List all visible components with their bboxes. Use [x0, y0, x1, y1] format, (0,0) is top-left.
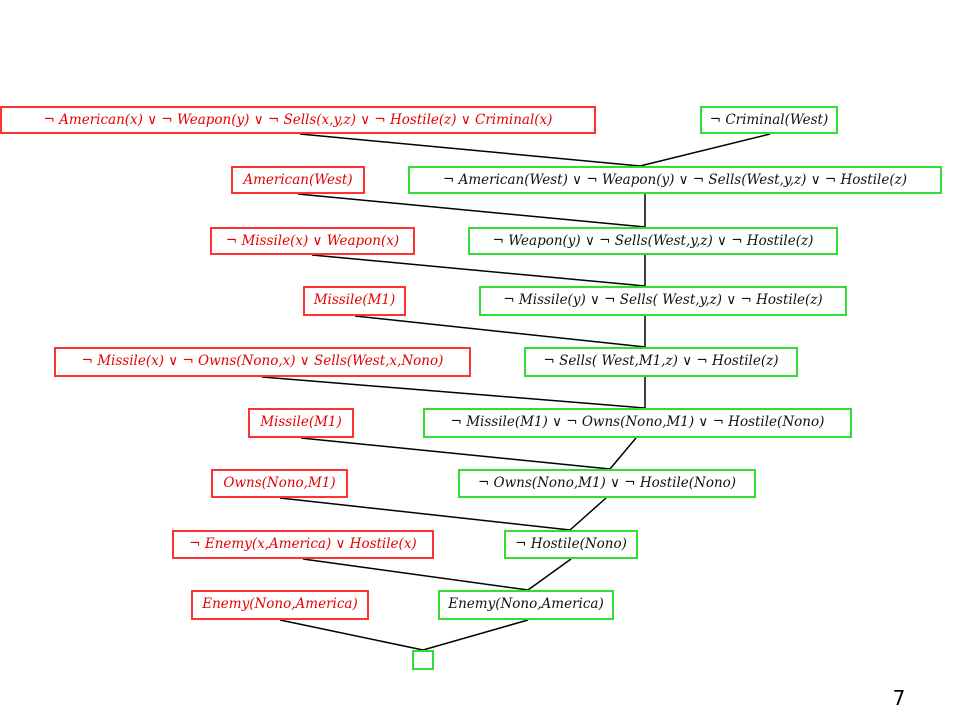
resolvent-4: ¬ Sells( West,M1,z) ∨ ¬ Hostile(z) — [524, 347, 798, 377]
clause-missile-m1: Missile(M1) — [303, 286, 406, 316]
resolvent-6: ¬ Owns(Nono,M1) ∨ ¬ Hostile(Nono) — [458, 469, 756, 498]
clause-owns-nono-m1: Owns(Nono,M1) — [211, 469, 348, 498]
clause-negated-goal: ¬ Criminal(West) — [700, 106, 838, 134]
edge-r7-to-r8 — [527, 558, 572, 591]
clause-enemy-rule: ¬ Enemy(x,America) ∨ Hostile(x) — [172, 530, 434, 559]
clause-criminal-rule: ¬ American(x) ∨ ¬ Weapon(y) ∨ ¬ Sells(x,… — [0, 106, 596, 134]
edge-r6-to-r7 — [569, 497, 607, 531]
resolvent-3: ¬ Missile(y) ∨ ¬ Sells( West,y,z) ∨ ¬ Ho… — [479, 286, 847, 316]
edge-goal-to-r1 — [639, 133, 771, 167]
clause-missile-m1-second: Missile(M1) — [248, 408, 354, 438]
edge-missilem1b-to-r6 — [300, 437, 611, 470]
resolvent-7: ¬ Hostile(Nono) — [504, 530, 638, 559]
edge-sellsrule-to-r5 — [261, 376, 646, 409]
slide-number: 7 — [892, 686, 906, 710]
resolvent-5: ¬ Missile(M1) ∨ ¬ Owns(Nono,M1) ∨ ¬ Host… — [423, 408, 852, 438]
resolvent-8: Enemy(Nono,America) — [438, 590, 614, 620]
empty-clause — [412, 650, 434, 670]
clause-missile-weapon: ¬ Missile(x) ∨ Weapon(x) — [210, 227, 415, 255]
resolvent-1: ¬ American(West) ∨ ¬ Weapon(y) ∨ ¬ Sells… — [408, 166, 942, 194]
edge-r5-to-r6 — [609, 437, 637, 470]
edge-owns-to-r7 — [279, 497, 571, 531]
clause-sells-rule: ¬ Missile(x) ∨ ¬ Owns(Nono,x) ∨ Sells(We… — [54, 347, 471, 377]
edge-enemyrule-to-r8 — [302, 558, 529, 591]
edge-american-to-r2 — [297, 193, 646, 228]
clause-american-west: American(West) — [231, 166, 365, 194]
resolvent-2: ¬ Weapon(y) ∨ ¬ Sells(West,y,z) ∨ ¬ Host… — [468, 227, 838, 255]
edge-r8-to-empty — [422, 619, 529, 651]
edge-missilem1-to-r4 — [354, 315, 646, 348]
edge-missileweapon-to-r3 — [311, 254, 646, 287]
edge-enemyfact-to-empty — [279, 619, 424, 651]
edge-rule-to-r1 — [299, 133, 641, 167]
clause-enemy-nono-america: Enemy(Nono,America) — [191, 590, 369, 620]
